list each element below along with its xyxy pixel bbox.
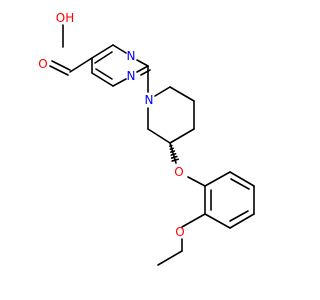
stereo-wedge-hash bbox=[169, 150, 176, 153]
bond-ph-4-5-double bbox=[229, 210, 249, 222]
atom-label-pyrimidine-n1: N bbox=[127, 49, 136, 63]
bond-pyr-c5-c4 bbox=[91, 44, 114, 59]
molecule-structure-canvas: OH O N N N O O bbox=[0, 0, 300, 300]
stereo-wedge-hash bbox=[169, 144, 173, 147]
bonds-group bbox=[49, 24, 255, 266]
stereo-wedge-hash bbox=[170, 152, 177, 156]
bond-ph-2-3-double bbox=[230, 178, 250, 190]
bond-pyr-n1-c6 bbox=[112, 78, 127, 87]
bond-ether-phenyl bbox=[187, 176, 206, 187]
bond-pyr-c6-c5-double bbox=[95, 68, 113, 80]
bond-carboxyl-c-o-double bbox=[49, 65, 69, 76]
bond-pyr-c2-n1 bbox=[136, 65, 149, 73]
bond-pip-c2-c3 bbox=[169, 86, 195, 102]
bond-pip-c4-c5 bbox=[169, 128, 195, 144]
atom-label-piperidine-n: N bbox=[145, 93, 154, 107]
bond-carboxyl-ring bbox=[69, 57, 93, 73]
bond-ph-1-2 bbox=[204, 171, 231, 187]
stereo-wedge-hash bbox=[171, 158, 179, 162]
atom-label-ether-o-stereo: O bbox=[174, 165, 183, 179]
stereo-wedge-hash bbox=[169, 147, 174, 150]
bond-pyr-n3-c2 bbox=[136, 59, 149, 67]
bond-ph-ethoxy-o bbox=[181, 213, 206, 228]
atom-labels-group: OH O N N N O O bbox=[38, 11, 184, 239]
bond-pip-n-c2 bbox=[154, 86, 171, 97]
atom-label-ether-o-ethoxy: O bbox=[175, 225, 184, 239]
canvas-background bbox=[0, 0, 300, 300]
bond-pyr-c4-c4-double bbox=[94, 51, 113, 64]
bond-pip-c5-c6 bbox=[147, 128, 171, 144]
bond-pyr-c6-c5 bbox=[91, 72, 114, 87]
atom-label-pyrimidine-n2: N bbox=[127, 69, 136, 83]
atom-label-carboxyl-oh: OH bbox=[56, 11, 74, 25]
bond-ph-2-3 bbox=[229, 171, 255, 187]
bond-ethoxy-c-c bbox=[157, 250, 183, 266]
stereo-wedge-hash bbox=[170, 155, 178, 159]
bond-carboxyl-c-o bbox=[51, 60, 71, 71]
bond-ph-4-5 bbox=[229, 213, 255, 229]
atom-label-carbonyl-o: O bbox=[38, 57, 47, 71]
bond-ph-5-6 bbox=[204, 213, 231, 229]
bond-pyr-c4-n3 bbox=[112, 44, 127, 54]
